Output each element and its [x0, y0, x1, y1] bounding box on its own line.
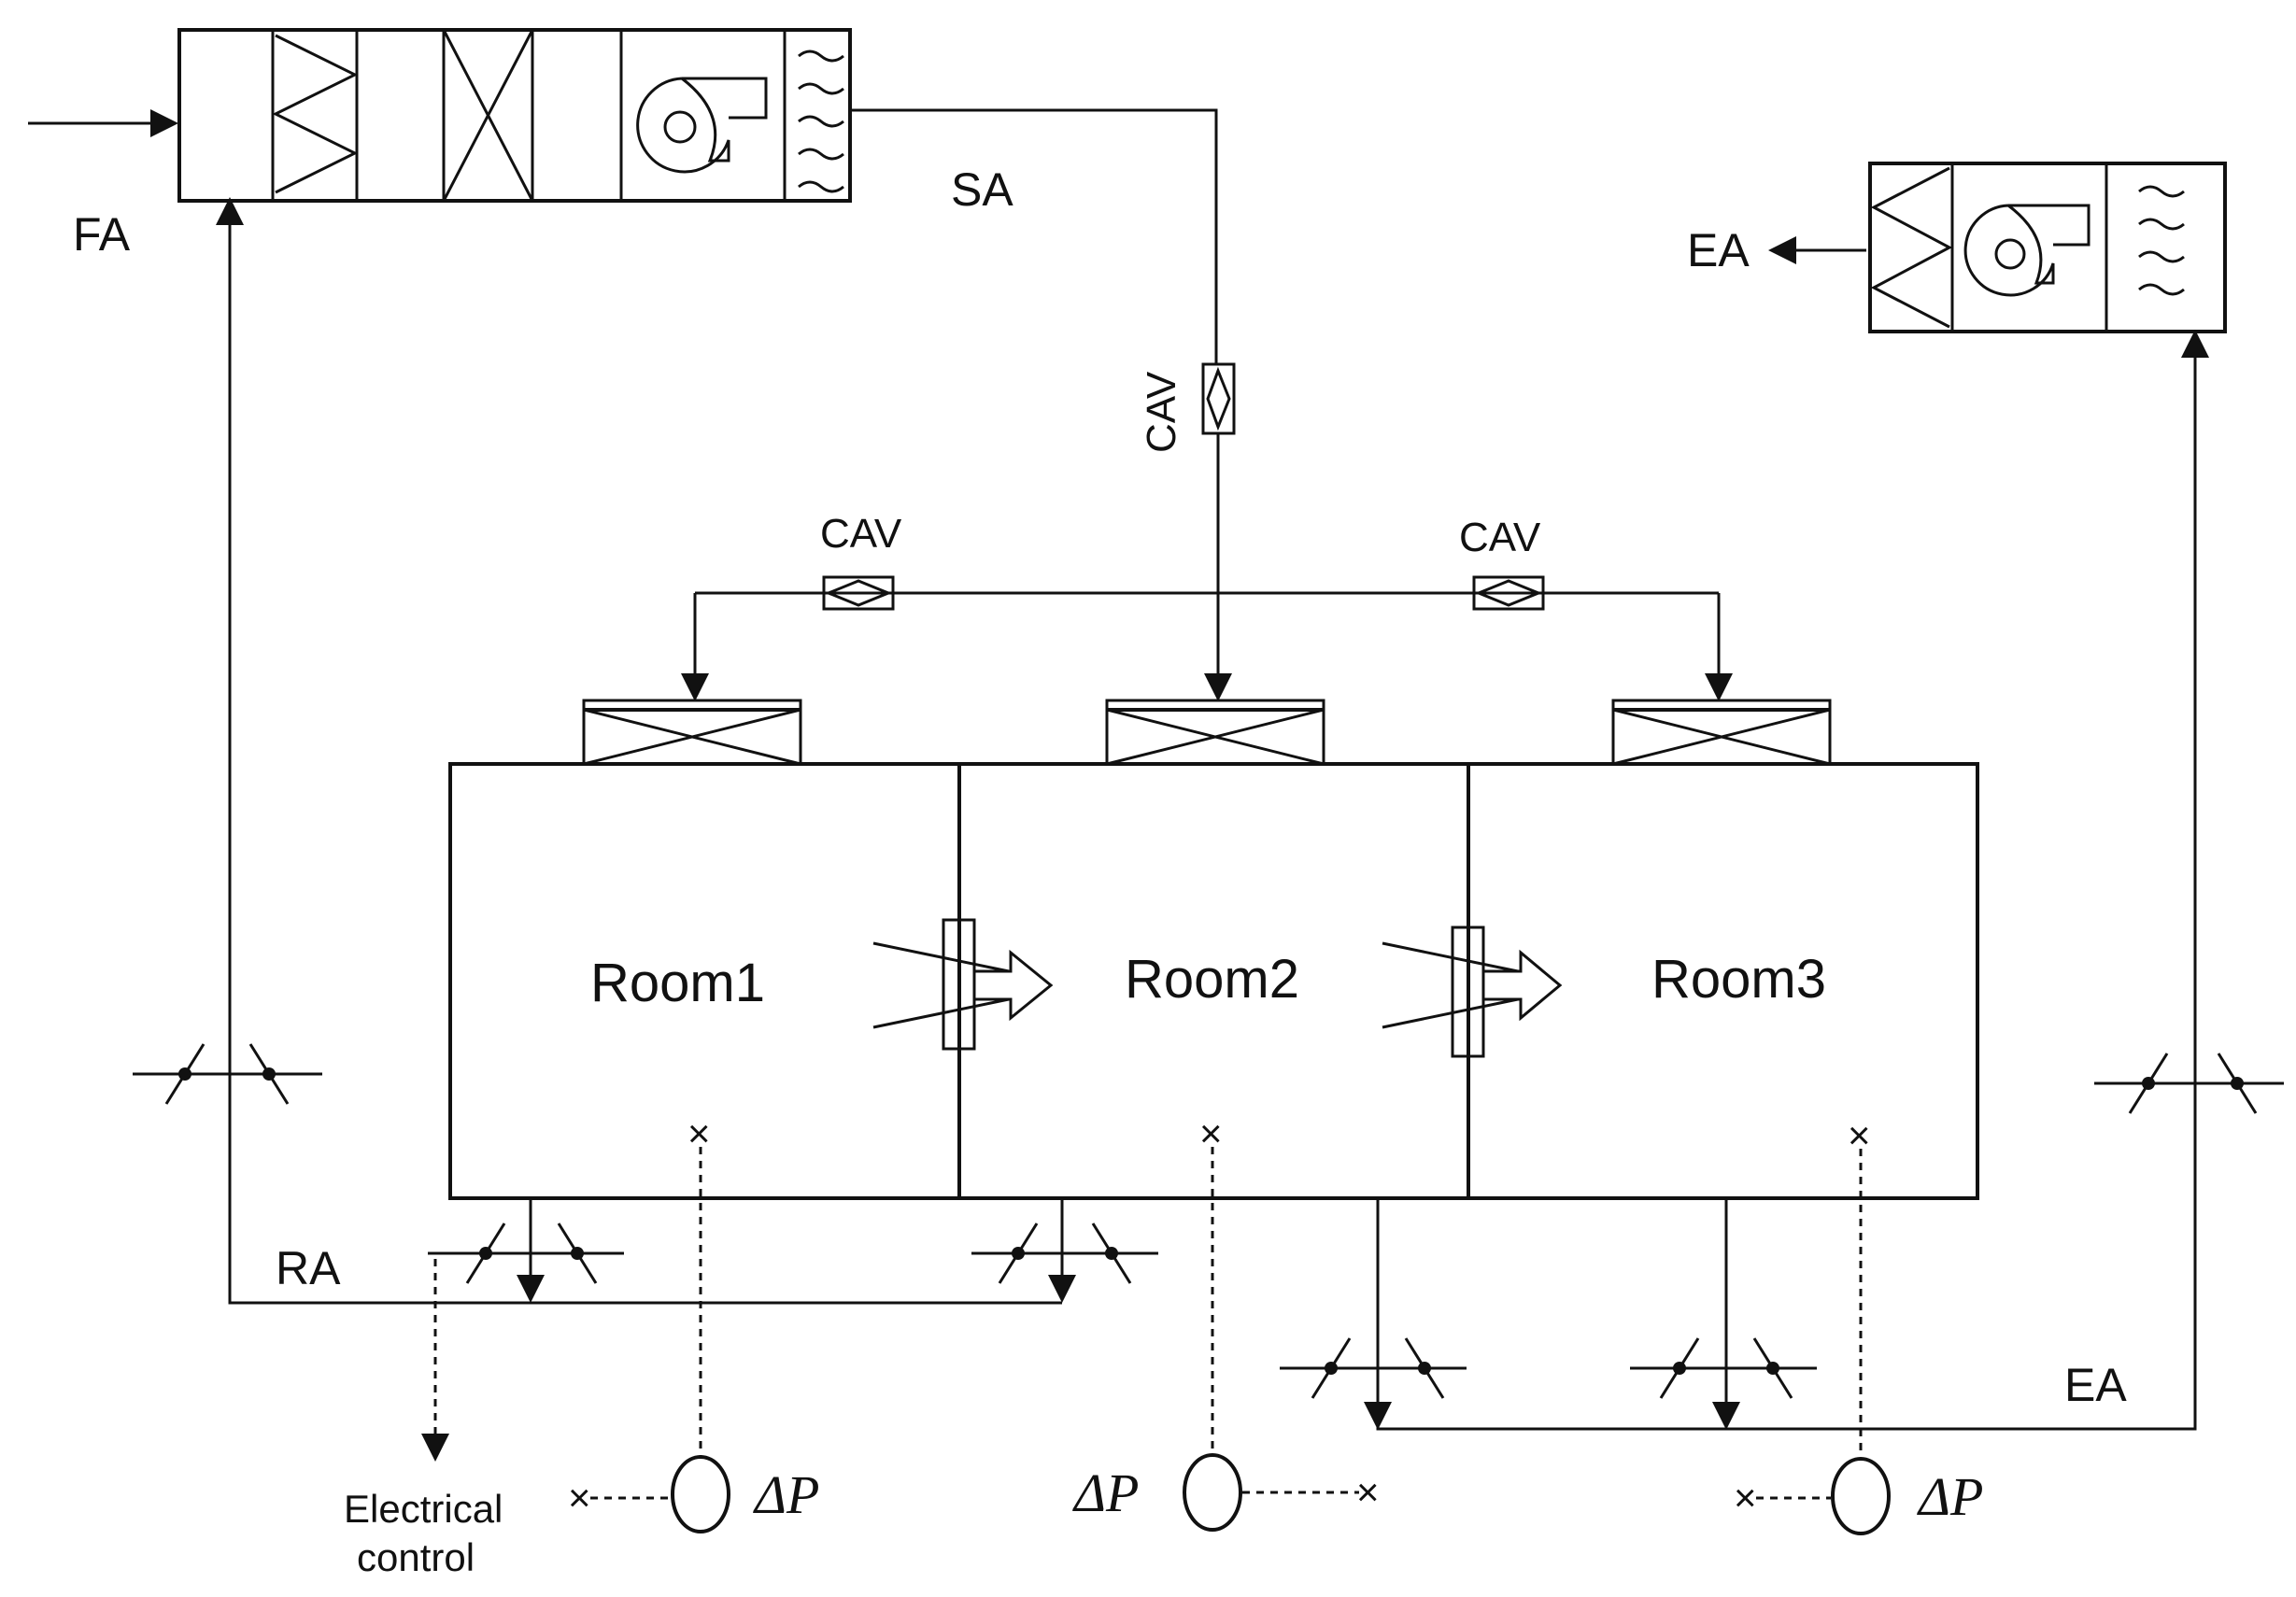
- damper-return-room2: [971, 1222, 1158, 1284]
- cav-left-label: CAV: [820, 511, 902, 557]
- cav-box-main: [1201, 362, 1236, 435]
- cav-box-right: [1472, 575, 1545, 611]
- pressure-sensor-room1: × ×: [568, 1111, 730, 1533]
- electrical-control-label-line1: Electrical: [344, 1487, 503, 1531]
- heater-wave-symbol: [798, 49, 844, 193]
- svg-text:×: ×: [1848, 1113, 1871, 1157]
- room1-label: Room1: [590, 953, 765, 1013]
- exhaust-filter-symbol: [1870, 166, 1953, 329]
- room2-label: Room2: [1125, 949, 1299, 1010]
- supply-air-handling-unit: [177, 28, 852, 203]
- supply-air-label: SA: [951, 163, 1013, 216]
- transfer-grille-room1-room2: [872, 918, 1054, 1051]
- diffuser-room3: [1611, 699, 1832, 766]
- diffuser-room1: [582, 699, 802, 766]
- electrical-control-label-line2: control: [357, 1535, 475, 1579]
- exhaust-fan-icon: [1963, 204, 2090, 297]
- filter-symbol: [272, 34, 359, 194]
- electrical-control-link: [421, 1251, 486, 1462]
- damper-exhaust-room2: [1280, 1337, 1467, 1399]
- fresh-air-label: FA: [73, 208, 131, 261]
- coil-cross-symbol: [442, 29, 534, 202]
- svg-text:×: ×: [1734, 1476, 1757, 1519]
- supply-air-duct: [850, 108, 1218, 364]
- exhaust-air-duct: [1376, 330, 2209, 1431]
- delta-p-room1-label: ΔP: [753, 1464, 819, 1525]
- return-air-duct: [216, 197, 1062, 1305]
- damper-exhaust-main: [2094, 1053, 2284, 1114]
- svg-text:×: ×: [1356, 1470, 1380, 1514]
- room3-label: Room3: [1651, 949, 1826, 1010]
- svg-text:×: ×: [687, 1111, 711, 1155]
- damper-return-main: [133, 1043, 322, 1105]
- damper-exhaust-room3: [1630, 1337, 1817, 1399]
- transfer-grille-room2-room3: [1382, 926, 1563, 1058]
- cav-box-left: [822, 575, 895, 611]
- fan-icon: [636, 77, 768, 174]
- delta-p-room2-label: ΔP: [1072, 1463, 1139, 1523]
- cav-right-label: CAV: [1459, 515, 1541, 560]
- exhaust-heater-wave-symbol: [2138, 185, 2185, 296]
- exhaust-air-bottom-label: EA: [2064, 1359, 2127, 1411]
- room3-box: [1467, 762, 1979, 1200]
- exhaust-air-handling-unit: [1868, 162, 2227, 333]
- cav-main-label: CAV: [1139, 371, 1184, 453]
- diffuser-room2: [1105, 699, 1325, 766]
- delta-p-room3-label: ΔP: [1917, 1466, 1983, 1527]
- return-air-label: RA: [276, 1242, 341, 1294]
- pressure-sensor-room3: × ×: [1734, 1113, 1891, 1535]
- svg-text:×: ×: [1199, 1111, 1223, 1155]
- pressure-sensor-room2: × ×: [1183, 1111, 1380, 1532]
- svg-text:×: ×: [568, 1476, 591, 1519]
- exhaust-air-top-label: EA: [1687, 224, 1750, 276]
